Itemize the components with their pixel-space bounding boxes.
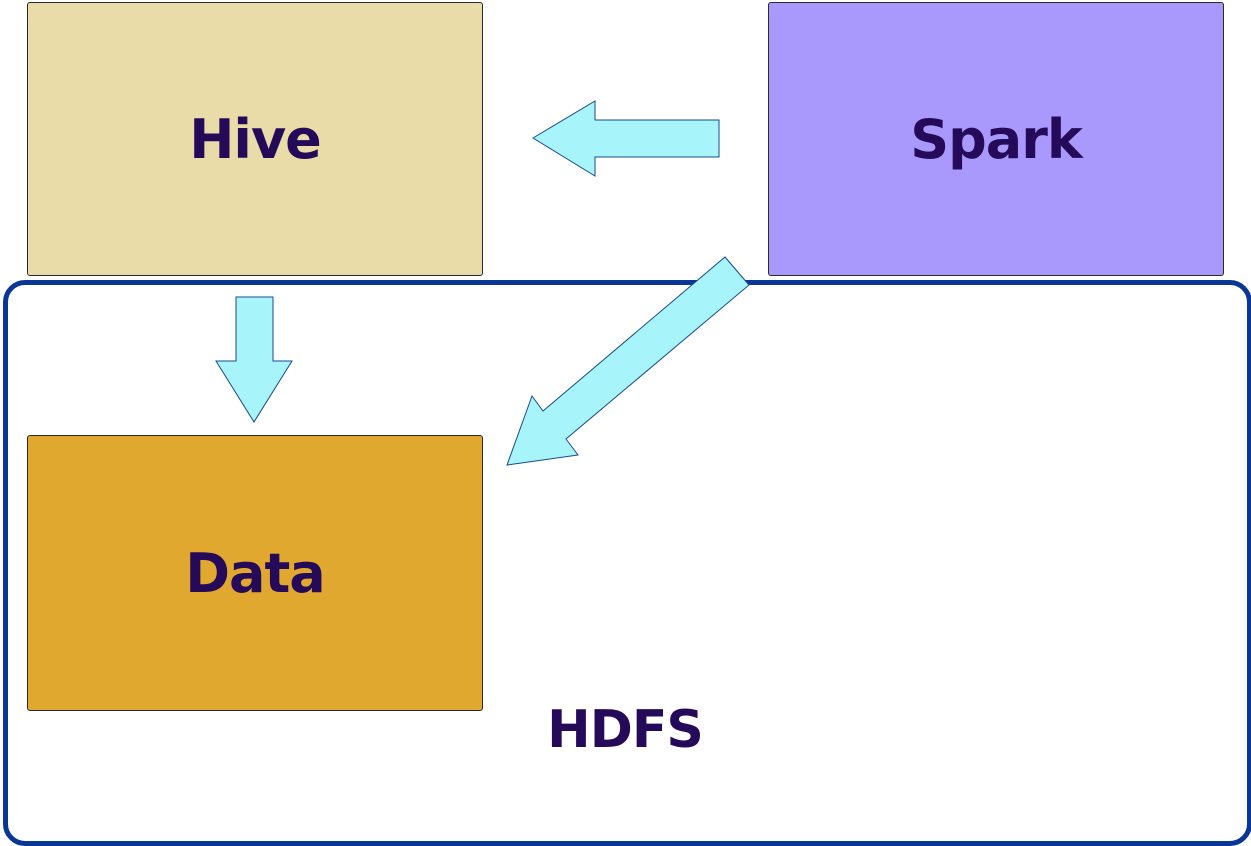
spark-box: Spark (768, 2, 1224, 276)
data-label: Data (185, 541, 326, 605)
data-box: Data (27, 435, 483, 711)
hdfs-label: HDFS (547, 700, 704, 760)
hive-label: Hive (189, 107, 322, 171)
arrow-spark-to-hive (532, 100, 720, 177)
spark-label: Spark (910, 107, 1083, 171)
hive-box: Hive (27, 2, 483, 276)
